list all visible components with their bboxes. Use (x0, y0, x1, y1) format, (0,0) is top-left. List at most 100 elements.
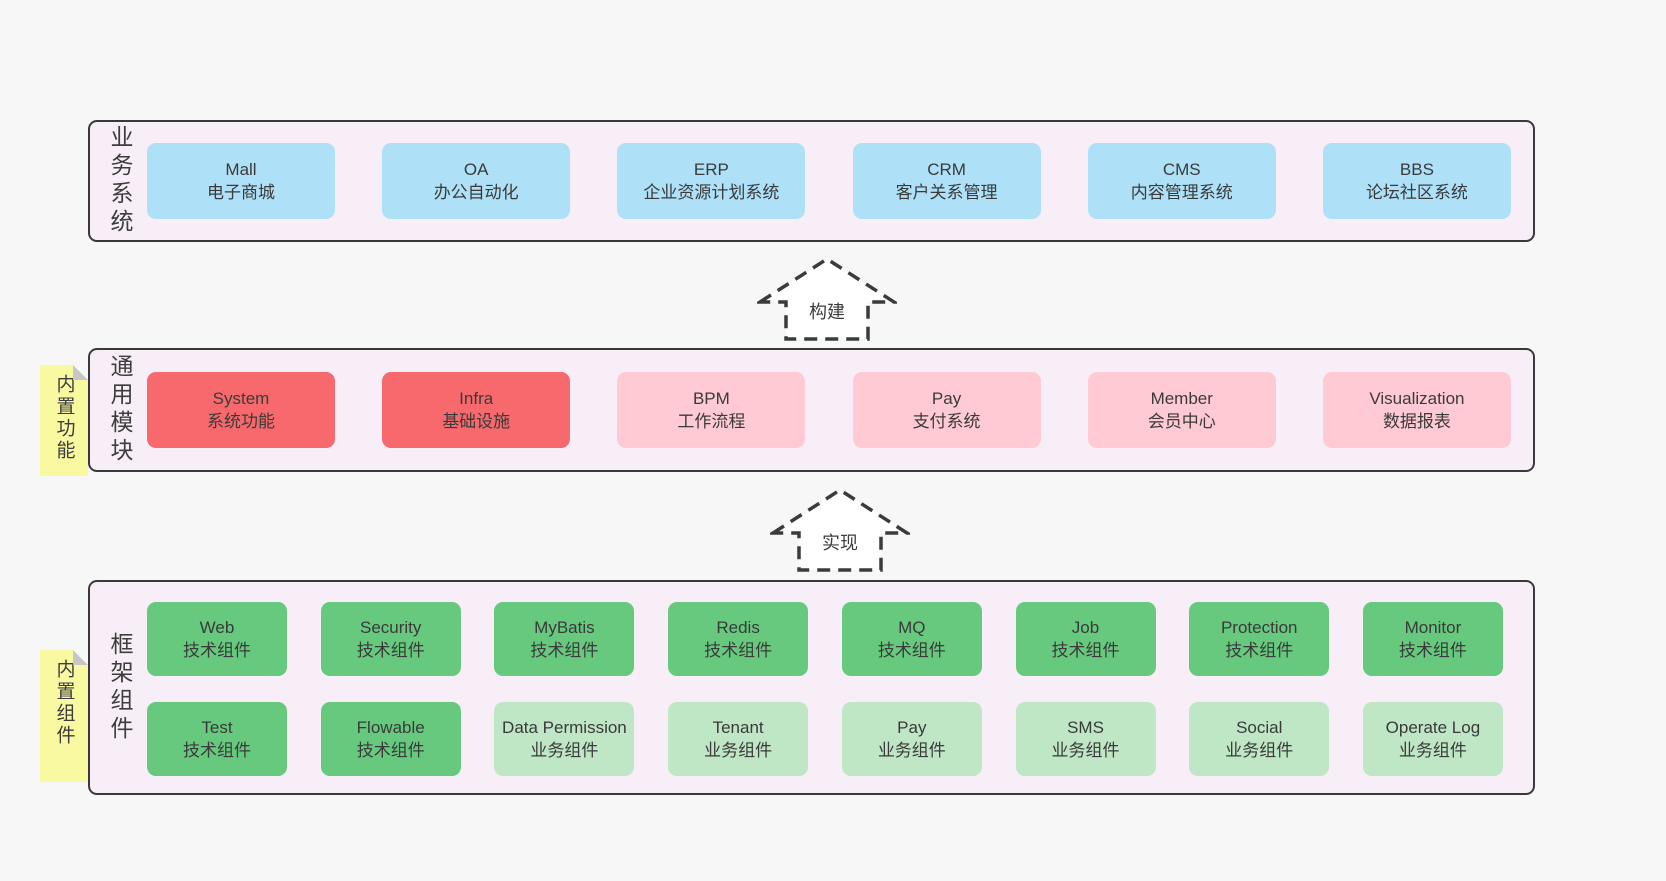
box-name: Pay (931, 388, 962, 408)
box-member: Member 会员中心 (1087, 372, 1276, 448)
box-name: OA (463, 159, 489, 179)
box-web: Web 技术组件 (147, 602, 287, 676)
box-subtitle: 论坛社区系统 (1365, 183, 1468, 202)
box-infra: Infra 基础设施 (382, 372, 571, 448)
implement-arrow: 实现 (770, 487, 910, 573)
box-subtitle: 技术组件 (356, 741, 425, 760)
box-flowable: Flowable 技术组件 (320, 702, 461, 776)
box-name: Member (1150, 388, 1213, 408)
section-business-label: 业务系统 (107, 125, 133, 237)
folded-corner-icon (73, 365, 88, 380)
box-name: BBS (1399, 159, 1434, 179)
box-operate-log: Operate Log 业务组件 (1362, 702, 1503, 776)
box-monitor: Monitor 技术组件 (1362, 602, 1503, 676)
section-components-label: 框架组件 (107, 631, 133, 744)
box-name: Operate Log (1385, 717, 1481, 737)
box-security: Security 技术组件 (320, 602, 461, 676)
box-mq: MQ 技术组件 (841, 602, 982, 676)
box-crm: CRM 客户关系管理 (852, 143, 1041, 219)
box-subtitle: 办公自动化 (433, 183, 519, 202)
box-name: Security (359, 617, 422, 637)
box-subtitle: 技术组件 (877, 641, 946, 660)
box-subtitle: 数据报表 (1382, 412, 1451, 431)
box-subtitle: 技术组件 (183, 741, 251, 760)
section-modules-label: 通用模块 (107, 354, 133, 466)
box-data-permission: Data Permission 业务组件 (494, 702, 635, 776)
box-subtitle: 业务组件 (704, 741, 773, 760)
box-subtitle: 系统功能 (207, 412, 275, 431)
box-name: CRM (927, 159, 966, 179)
box-name: ERP (693, 159, 729, 179)
box-subtitle: 业务组件 (1051, 741, 1120, 760)
box-job: Job 技术组件 (1015, 602, 1156, 676)
box-name: Infra (459, 388, 494, 408)
box-pay-module: Pay 支付系统 (852, 372, 1041, 448)
box-subtitle: 会员中心 (1147, 412, 1216, 431)
box-name: Redis (716, 617, 760, 637)
box-subtitle: 技术组件 (1225, 641, 1294, 660)
box-name: MQ (898, 617, 926, 637)
sticky-note-builtin-components: 内置组件 (40, 650, 88, 782)
box-redis: Redis 技术组件 (668, 602, 809, 676)
folded-corner-icon (73, 650, 88, 665)
box-subtitle: 内容管理系统 (1130, 183, 1233, 202)
box-name: Tenant (712, 717, 764, 737)
box-social: Social 业务组件 (1189, 702, 1330, 776)
box-cms: CMS 内容管理系统 (1087, 143, 1276, 219)
box-bbs: BBS 论坛社区系统 (1322, 143, 1511, 219)
box-name: Test (201, 717, 233, 737)
section-business-systems: 业务系统 Mall 电子商城 OA 办公自动化 ERP 企业资源计划系统 CRM… (88, 120, 1535, 242)
box-visualization: Visualization 数据报表 (1322, 372, 1511, 448)
section-framework-components: 内置组件 框架组件 Web 技术组件 Security 技术组件 MyBatis… (88, 580, 1535, 795)
box-name: Flowable (356, 717, 425, 737)
box-subtitle: 电子商城 (207, 183, 275, 202)
box-subtitle: 技术组件 (1398, 641, 1467, 660)
box-name: Web (199, 617, 235, 637)
box-system: System 系统功能 (147, 372, 335, 448)
box-name: Job (1071, 617, 1100, 637)
box-subtitle: 业务组件 (1398, 741, 1467, 760)
components-row-1: Web 技术组件 Security 技术组件 MyBatis 技术组件 Redi… (147, 602, 1503, 676)
box-subtitle: 业务组件 (1225, 741, 1294, 760)
box-protection: Protection 技术组件 (1189, 602, 1330, 676)
box-mybatis: MyBatis 技术组件 (494, 602, 635, 676)
box-name: Protection (1220, 617, 1298, 637)
box-name: MyBatis (534, 617, 595, 637)
modules-box-row: System 系统功能 Infra 基础设施 BPM 工作流程 Pay 支付系统… (147, 372, 1511, 448)
box-subtitle: 客户关系管理 (895, 183, 998, 202)
box-name: CMS (1162, 159, 1201, 179)
box-subtitle: 技术组件 (704, 641, 773, 660)
box-subtitle: 企业资源计划系统 (643, 183, 780, 202)
box-subtitle: 基础设施 (442, 412, 511, 431)
box-name: Pay (897, 717, 927, 737)
box-name: Social (1236, 717, 1283, 737)
box-subtitle: 技术组件 (356, 641, 425, 660)
box-name: SMS (1067, 717, 1104, 737)
box-name: System (212, 388, 270, 408)
box-subtitle: 工作流程 (677, 412, 746, 431)
box-oa: OA 办公自动化 (382, 143, 571, 219)
box-bpm: BPM 工作流程 (617, 372, 806, 448)
box-subtitle: 技术组件 (1051, 641, 1120, 660)
box-name: Visualization (1369, 388, 1465, 408)
box-pay-component: Pay 业务组件 (841, 702, 982, 776)
box-name: Data Permission (502, 717, 627, 737)
business-box-row: Mall 电子商城 OA 办公自动化 ERP 企业资源计划系统 CRM 客户关系… (147, 143, 1511, 219)
box-name: Monitor (1404, 617, 1462, 637)
components-row-2: Test 技术组件 Flowable 技术组件 Data Permission … (147, 702, 1503, 776)
box-test: Test 技术组件 (147, 702, 287, 776)
box-name: Mall (225, 159, 257, 179)
sticky-note-text: 内置功能 (53, 374, 75, 462)
box-subtitle: 技术组件 (183, 641, 251, 660)
box-subtitle: 业务组件 (877, 741, 946, 760)
implement-arrow-label: 实现 (819, 529, 861, 555)
sticky-note-builtin-features: 内置功能 (40, 365, 88, 476)
box-tenant: Tenant 业务组件 (668, 702, 809, 776)
sticky-note-text: 内置组件 (53, 659, 75, 747)
box-subtitle: 业务组件 (530, 741, 599, 760)
build-arrow: 构建 (757, 256, 897, 342)
box-sms: SMS 业务组件 (1015, 702, 1156, 776)
box-subtitle: 支付系统 (912, 412, 981, 431)
box-erp: ERP 企业资源计划系统 (617, 143, 806, 219)
